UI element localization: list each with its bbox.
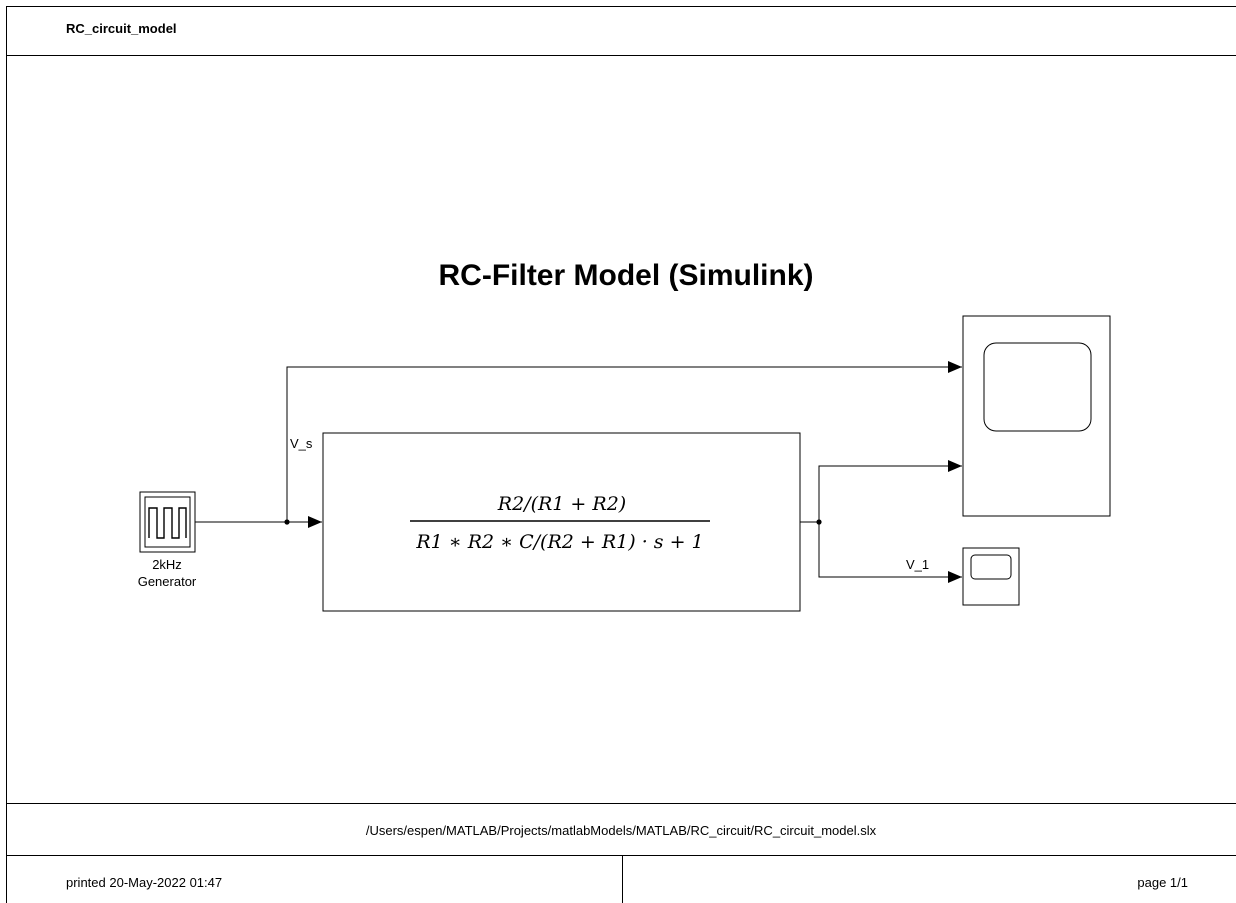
diagram-title: RC-Filter Model (Simulink): [439, 259, 814, 292]
scope-screen-icon: [983, 342, 1092, 432]
signal-label-vs: V_s: [290, 436, 313, 451]
pulse-generator-block[interactable]: [139, 491, 196, 553]
branch-point-v1: [816, 519, 822, 525]
scope-block-small[interactable]: [962, 547, 1020, 606]
tf-denominator: R1 ∗ R2 ∗ C/(R2 + R1) · s + 1: [415, 531, 703, 553]
model-name: RC_circuit_model: [66, 21, 177, 36]
scope-block-large[interactable]: [962, 315, 1111, 517]
signal-v1-lines[interactable]: [800, 460, 962, 583]
signal-vs-lines[interactable]: [195, 361, 962, 528]
footer-divider-top: [6, 803, 1236, 804]
signal-label-v1: V_1: [906, 557, 929, 572]
footer-divider-bottom: [6, 855, 1236, 856]
generator-label-line1: 2kHz: [152, 557, 182, 572]
branch-point-vs: [284, 519, 290, 525]
printed-timestamp: printed 20-May-2022 01:47: [66, 875, 223, 890]
generator-label-line2: Generator: [138, 574, 197, 589]
header-divider: [6, 55, 1236, 56]
page-number: page 1/1: [1137, 875, 1188, 890]
footer-column-divider: [622, 855, 623, 903]
transfer-function-block[interactable]: [322, 432, 801, 612]
scope-screen-icon-small: [970, 554, 1012, 580]
tf-numerator: R2/(R1 + R2): [497, 493, 626, 515]
pulse-wave-icon: [148, 507, 187, 539]
file-path: /Users/espen/MATLAB/Projects/matlabModel…: [365, 823, 877, 838]
print-frame: [6, 6, 1236, 903]
